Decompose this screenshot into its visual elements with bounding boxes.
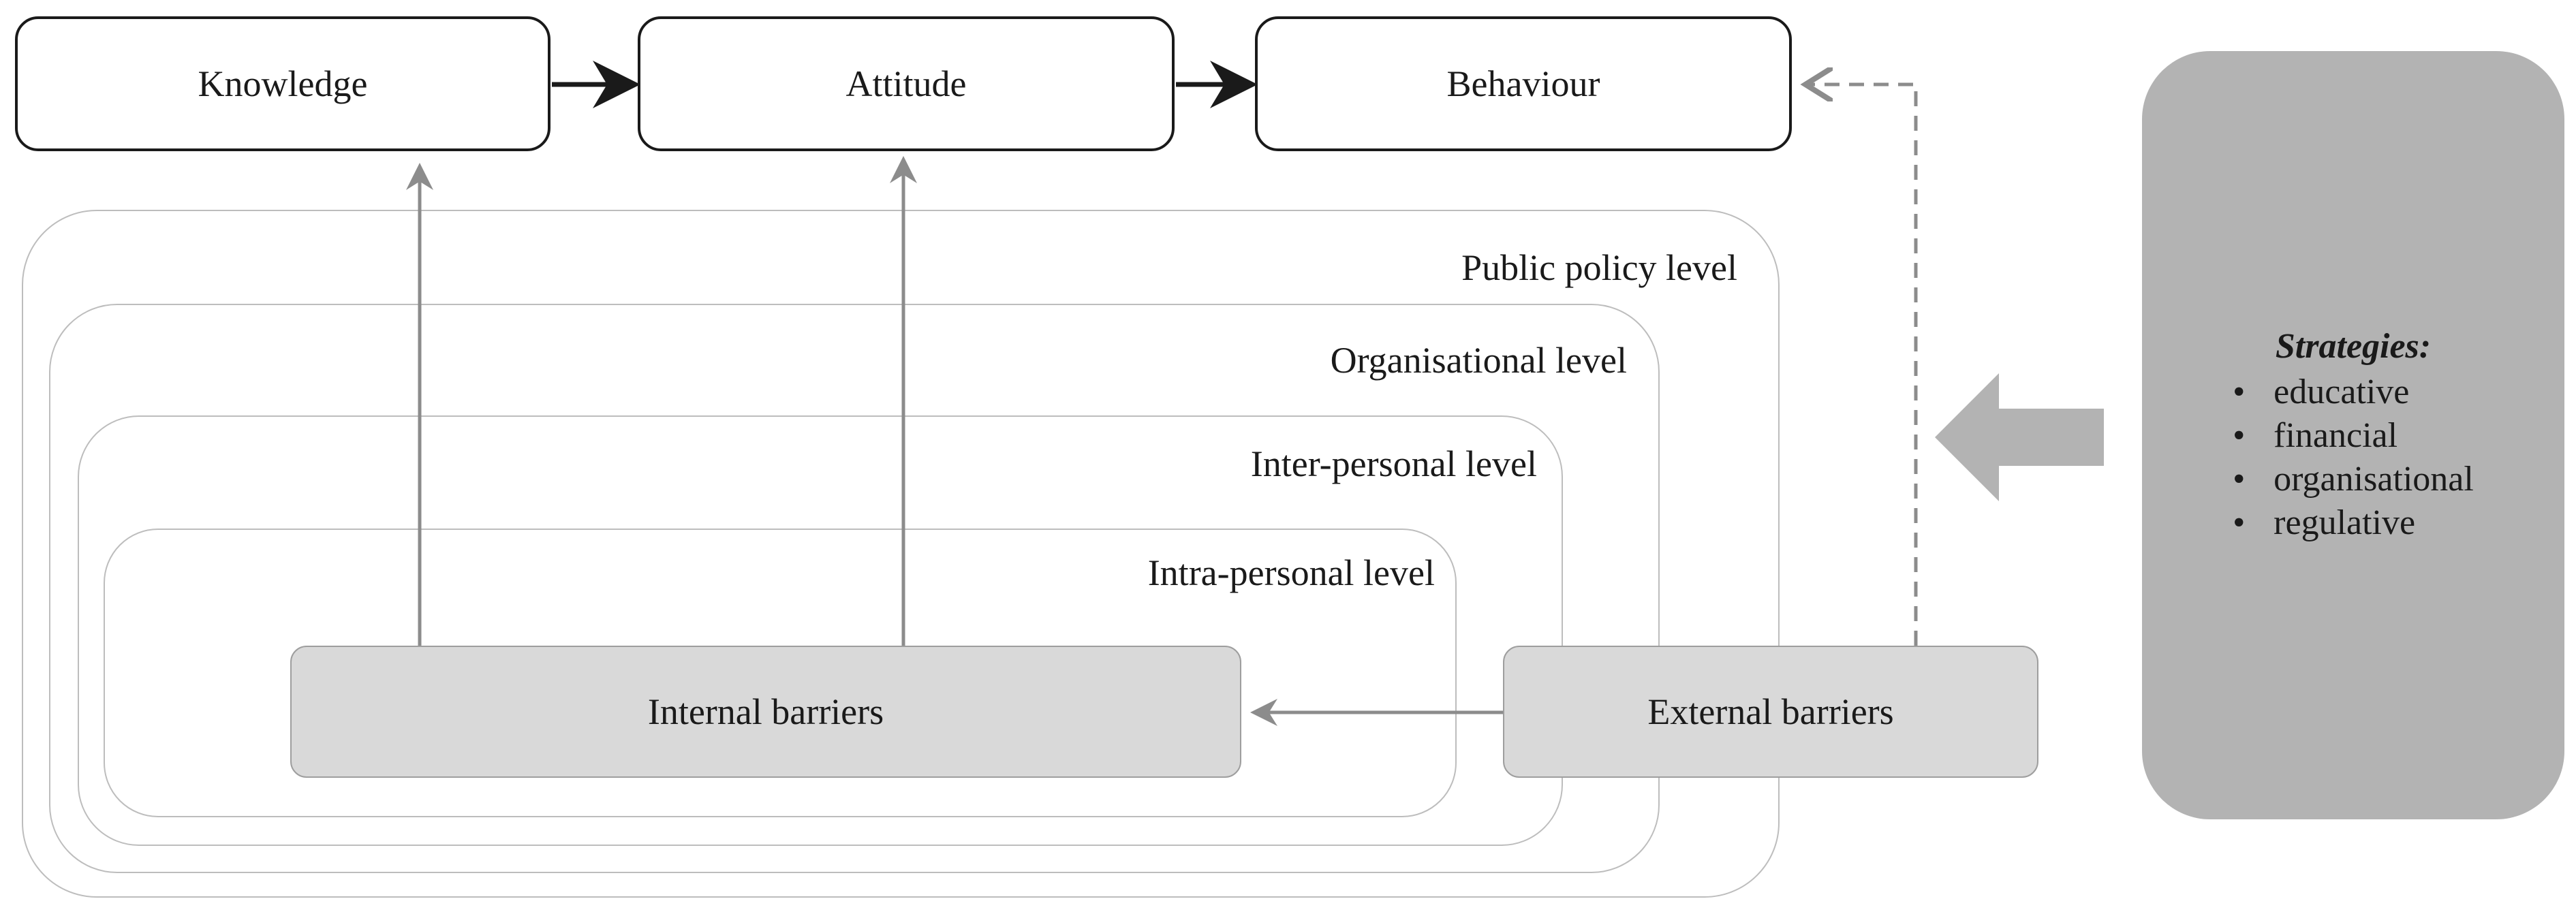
strategy-item-label: educative (2274, 372, 2410, 411)
public-policy-level-label: Public policy level (1461, 247, 1737, 288)
strategy-item-label: regulative (2274, 503, 2416, 542)
strategy-item: •organisational (2233, 459, 2474, 499)
strategy-item: •regulative (2233, 503, 2416, 542)
intra-personal-level-label: Intra-personal level (1147, 552, 1435, 593)
knowledge-box: Knowledge (15, 16, 550, 151)
organisational-level-ring (49, 304, 1660, 873)
external-to-behaviour-dashed-arrow (1805, 84, 1918, 646)
organisational-level-label: Organisational level (1330, 340, 1627, 381)
attitude-box: Attitude (638, 16, 1175, 151)
inter-personal-level-ring (78, 415, 1563, 846)
strategy-item-label: financial (2274, 415, 2398, 455)
strategies-title: Strategies: (2275, 326, 2432, 366)
strategies-block-arrow (1935, 373, 2104, 501)
public-policy-level-ring (22, 210, 1780, 898)
strategies-list: •educative •financial •organisational •r… (2233, 371, 2474, 545)
intra-personal-level-ring (104, 529, 1457, 817)
behaviour-box: Behaviour (1255, 16, 1792, 151)
strategy-item: •educative (2233, 372, 2410, 411)
strategy-item: •financial (2233, 415, 2398, 455)
internal-barriers-box: Internal barriers (290, 646, 1241, 778)
strategies-panel: Strategies: •educative •financial •organ… (2142, 51, 2564, 819)
inter-personal-level-label: Inter-personal level (1250, 443, 1537, 484)
external-barriers-box: External barriers (1503, 646, 2038, 778)
strategy-item-label: organisational (2274, 459, 2474, 499)
